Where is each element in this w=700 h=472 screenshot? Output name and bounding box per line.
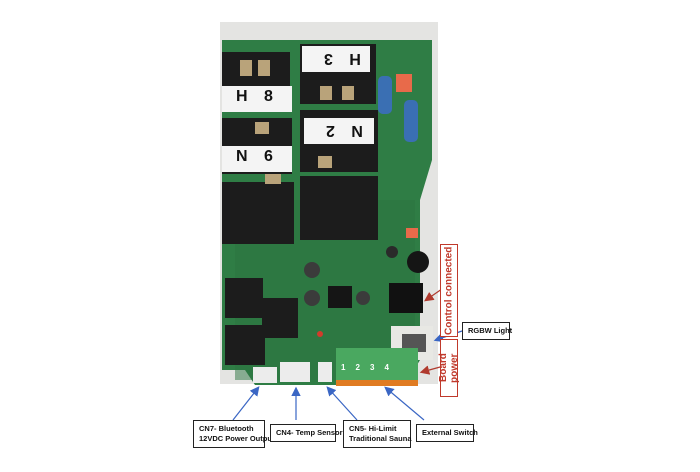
electrolytic-cap [386,246,398,258]
jst-cn4 [280,362,310,382]
relay-terminal [255,122,269,134]
small-relay-2 [262,298,298,338]
sticker-h3 [302,46,370,72]
jst-cn7 [253,367,277,383]
relay-terminal [265,174,281,184]
relay-low-right [300,176,378,240]
sticker-h8 [222,86,292,112]
orange-jumper-small [406,228,418,238]
terminal-number-1: 1 [341,363,346,372]
cn7-line1: CN7- Bluetooth [199,424,254,433]
cn7-line2: 12VDC Power Output [199,434,275,443]
ic-chip [328,286,352,308]
relay-terminal [258,60,270,76]
relay-terminal [240,60,252,76]
board-power-label: Board power [438,339,460,397]
sticker-n2 [304,118,374,144]
arrow-cn5 [326,386,358,421]
rj-jack-control [389,283,423,313]
external-switch-callout: External Switch [416,424,478,442]
relay-terminal [318,156,332,168]
terminal-number-4: 4 [384,363,389,372]
cn5-line2: Traditional Sauna [349,434,412,443]
terminal-number-2: 2 [355,363,360,372]
arrow-external-switch [384,386,425,421]
small-relay-3 [225,325,265,365]
relay-terminal [320,86,332,100]
electrolytic-cap [356,291,370,305]
rj-jack-rgbw-port [402,334,426,352]
terminal-base [336,380,418,386]
cn5-callout: CN5- Hi-Limit Traditional Sauna [343,420,412,448]
relay-low-left [222,182,294,244]
external-switch-text: External Switch [422,428,478,437]
sticker-text-n2: N 2 [320,122,363,139]
orange-jumper [396,74,412,92]
electrolytic-cap [304,290,320,306]
terminal-block [336,348,418,384]
cn4-text: CN4- Temp Sensor [276,428,343,437]
terminal-number-3: 3 [370,363,375,372]
electrolytic-cap [407,251,429,273]
blue-capacitor-2 [404,100,418,142]
terminal-numbers: 1 2 3 4 [341,363,389,372]
electrolytic-cap [304,262,320,278]
jst-cn5 [318,362,332,382]
arrow-cn7 [232,386,260,421]
small-relay-1 [225,278,263,318]
rgbw-light-callout: RGBW Light [462,322,513,340]
sticker-text-h3: H 3 [318,50,361,67]
sticker-text-n6: N 6 [236,148,279,165]
sticker-n6 [222,146,292,172]
cn7-callout: CN7- Bluetooth 12VDC Power Output [193,420,275,448]
cn5-line1: CN5- Hi-Limit [349,424,397,433]
cn4-callout: CN4- Temp Sensor [270,424,343,442]
red-led [317,331,323,337]
blue-capacitor-1 [378,76,392,114]
control-connected-label: Control connected [440,244,458,337]
rgbw-light-text: RGBW Light [468,326,513,335]
relay-terminal [342,86,354,100]
sticker-text-h8: H 8 [236,88,279,105]
